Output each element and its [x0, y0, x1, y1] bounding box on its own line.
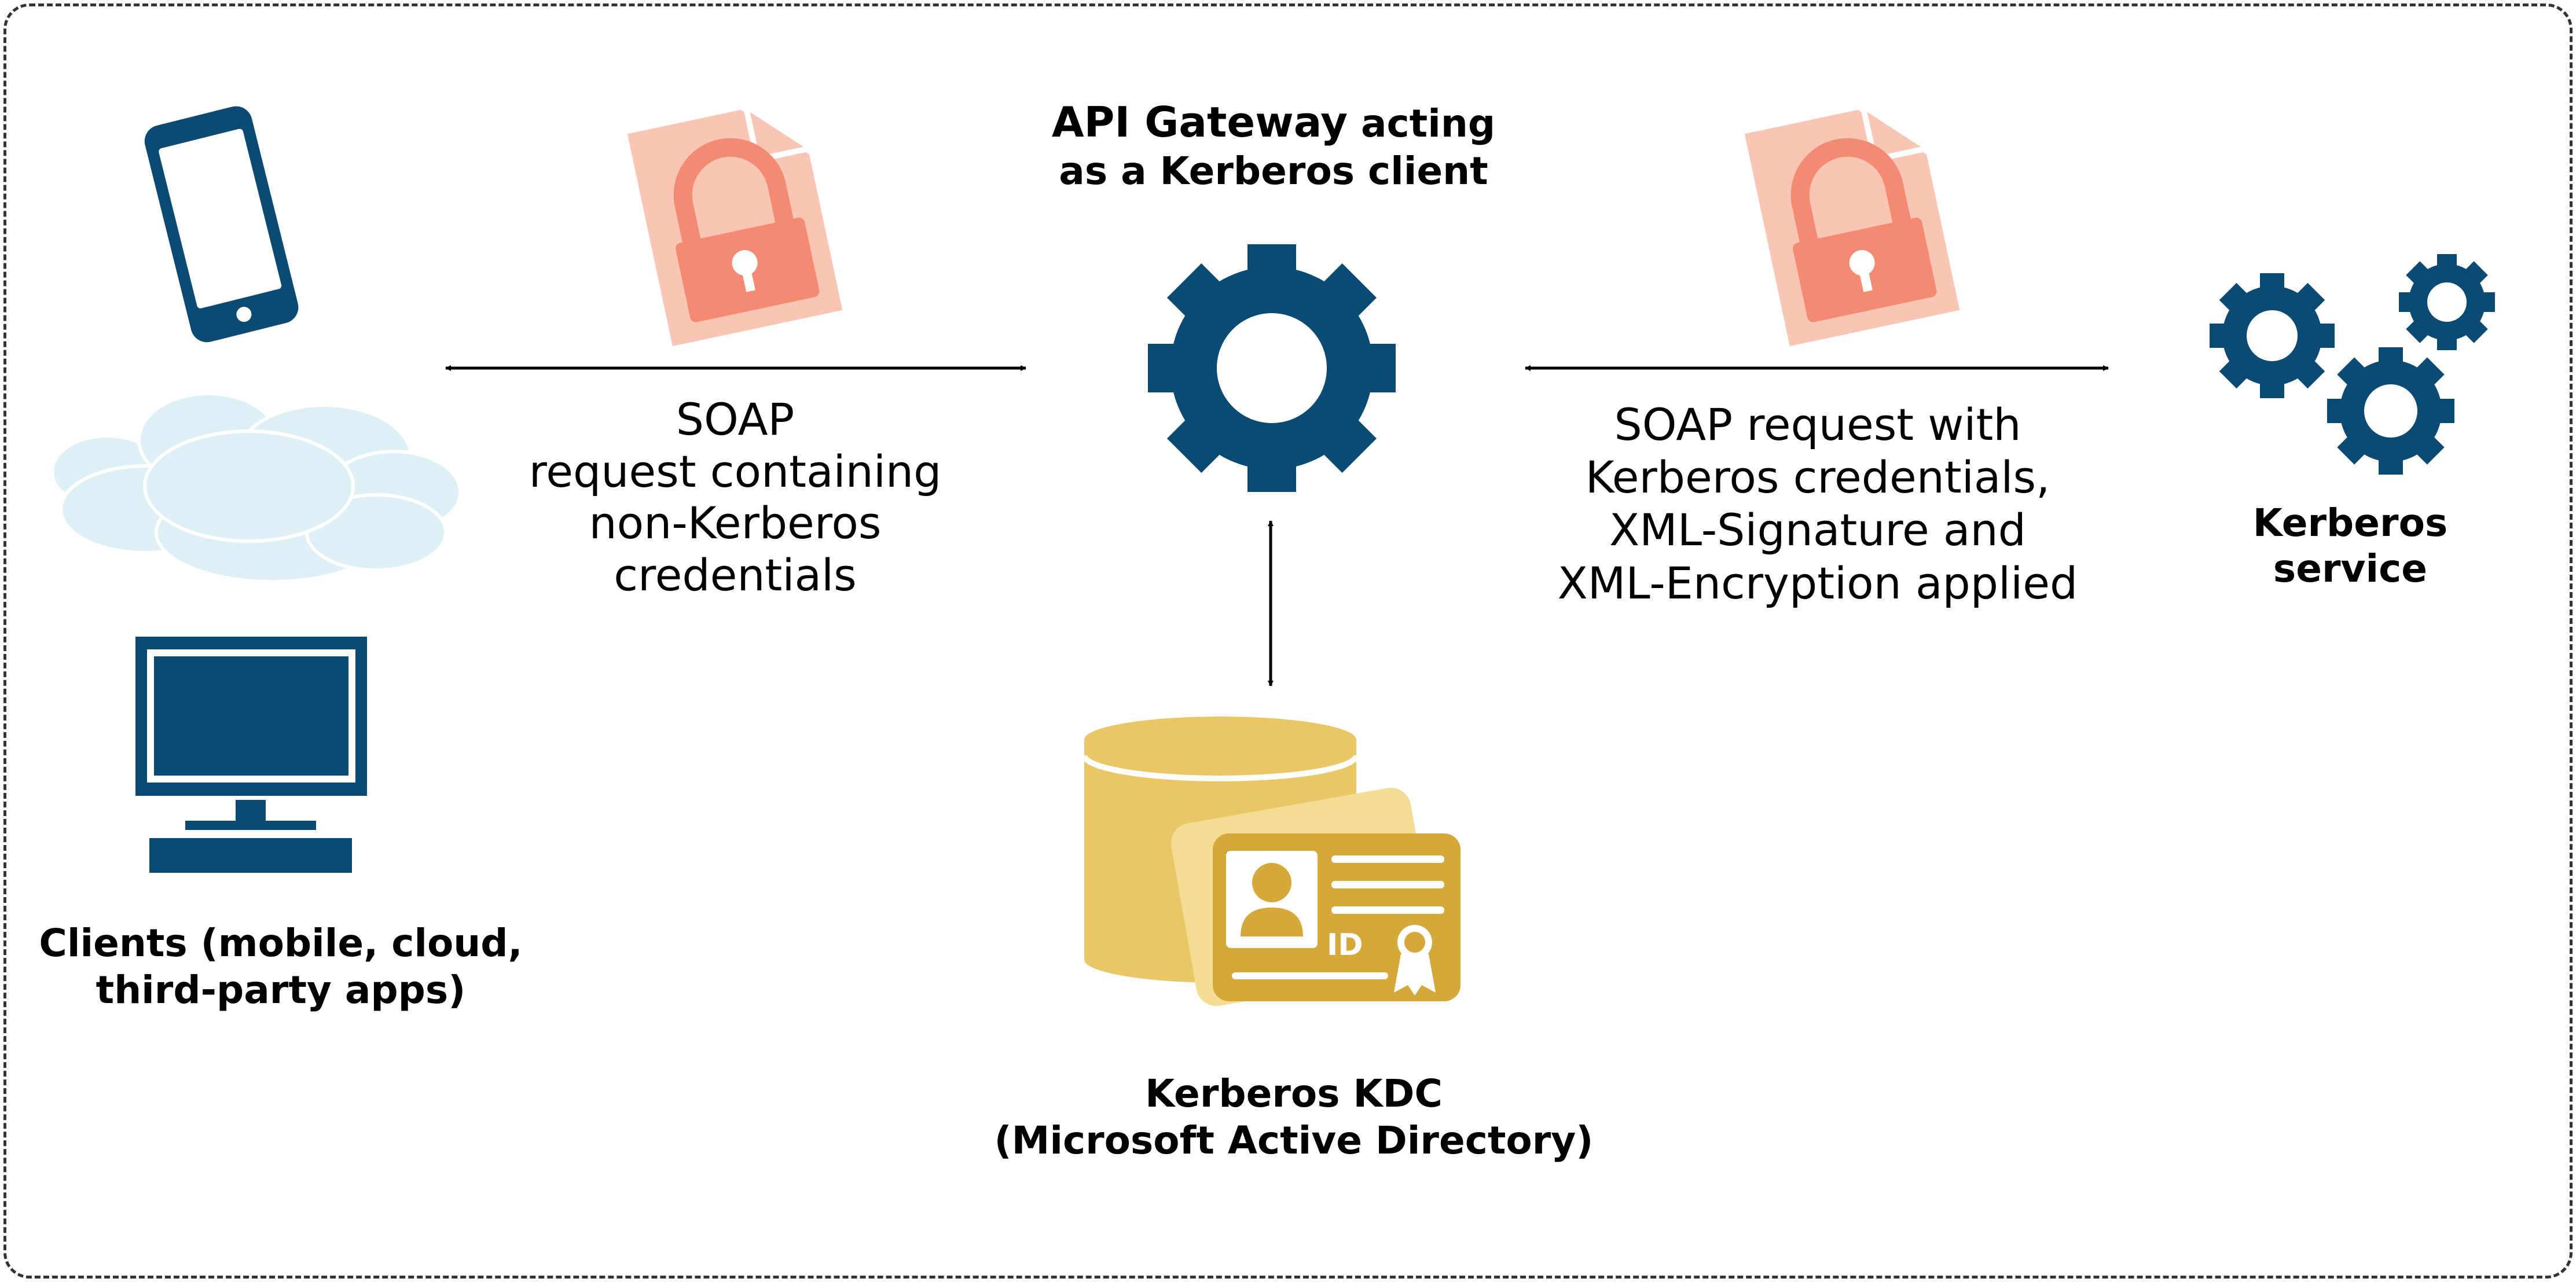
service-label: Kerberos service [2165, 500, 2535, 592]
locked-document-icon [627, 102, 843, 347]
right-message-line: XML-Encryption applied [1557, 557, 2078, 609]
right-message-line: SOAP request with [1614, 399, 2021, 450]
left-message-line: non-Kerberos [589, 497, 882, 549]
diagram-frame [3, 3, 2573, 1279]
gateway-title-strong: API Gateway [1051, 98, 1348, 146]
service-label-line: Kerberos [2252, 501, 2448, 545]
gateway-title: API Gateway acting as a Kerberos client [926, 97, 1621, 194]
id-card-text: ID [1327, 928, 1363, 963]
desktop-computer-icon [135, 637, 367, 873]
gear-icon [1148, 244, 1396, 492]
left-message-line: request containing [529, 445, 942, 497]
kdc-label-line: (Microsoft Active Directory) [994, 1118, 1594, 1163]
gateway-title-line2: as a Kerberos client [1059, 148, 1488, 193]
service-label-line: service [2273, 546, 2428, 592]
id-card-icon: ID [1170, 788, 1461, 1007]
right-message-line: Kerberos credentials, [1585, 451, 2050, 504]
cloud-icon [50, 392, 462, 583]
gears-icon [2210, 254, 2495, 475]
right-message-label: SOAP request with Kerberos credentials, … [1470, 398, 2165, 609]
kdc-label-line: Kerberos KDC [1145, 1071, 1443, 1116]
mobile-phone-icon [144, 106, 299, 343]
clients-label: Clients (mobile, cloud, third-party apps… [12, 920, 550, 1013]
left-message-line: credentials [614, 549, 857, 601]
kdc-label: Kerberos KDC (Microsoft Active Directory… [926, 1071, 1661, 1164]
clients-label-line: Clients (mobile, cloud, [39, 921, 523, 965]
gateway-title-rest: acting [1348, 101, 1496, 146]
right-message-line: XML-Signature and [1609, 504, 2026, 556]
locked-document-icon [1744, 102, 1960, 347]
left-message-line: SOAP [676, 394, 795, 445]
clients-label-line: third-party apps) [96, 967, 466, 1012]
left-message-label: SOAP request containing non-Kerberos cre… [463, 394, 1007, 601]
